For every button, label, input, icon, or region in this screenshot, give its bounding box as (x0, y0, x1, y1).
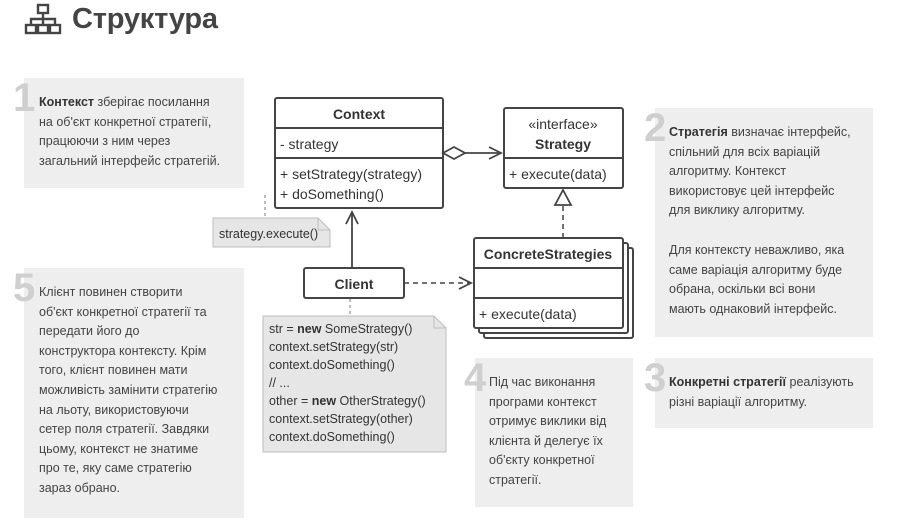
note-line: конструктора контексту. Крім (39, 343, 207, 358)
client-class: Client (303, 267, 405, 299)
note-context-term: Контекст (39, 95, 95, 109)
note-line: стратегії. (489, 472, 542, 487)
context-class: Context - strategy + setStrategy(strateg… (274, 97, 444, 209)
note-line: про те, яку саме стратегію (39, 461, 192, 476)
context-class-name: Context (333, 106, 385, 122)
note-line: саме варіація алгоритму буде (669, 262, 843, 277)
concrete-strategies-class: ConcreteStrategies + execute(data) (473, 237, 634, 339)
note-line: спільний для всіх варіацій (669, 144, 821, 159)
strategy-stereotype: «interface» (528, 116, 597, 132)
note-number: 3 (644, 356, 667, 400)
note-line: Для контексту неважливо, яка (669, 242, 845, 257)
note-line: реалізують (786, 375, 854, 389)
concrete-method: + execute(data) (479, 306, 577, 322)
note-line: передати його до (39, 324, 140, 339)
strategy-class-name: Strategy (535, 136, 591, 152)
client-code-line: context.doSomething() (269, 430, 395, 444)
realization-arrow (553, 188, 573, 238)
note-runtime: Під час виконання програми контекст отри… (475, 358, 633, 507)
client-class-name: Client (335, 276, 374, 292)
note-line: об'єкту конкретної (489, 453, 595, 468)
client-concrete-dependency (404, 276, 474, 290)
note-line: різні варіації алгоритму. (669, 394, 807, 409)
note-line: можливість замінити стратегію (39, 382, 218, 397)
note-line: для виклику алгоритму. (669, 203, 806, 218)
note-line: працюючи з ним через (39, 134, 171, 149)
note-number: 4 (464, 356, 487, 400)
client-code-line: context.setStrategy(str) (269, 340, 398, 354)
strategy-method: + execute(data) (509, 166, 607, 182)
note-concrete-term: Конкретні стратегії (669, 375, 787, 389)
client-code-line: // ... (269, 376, 290, 390)
note-line: зараз обрано. (39, 480, 120, 495)
note-line: програми контекст (489, 394, 597, 409)
context-field: - strategy (280, 136, 338, 152)
note-context: Контекст зберігає посилання на об'єкт ко… (24, 78, 244, 188)
note-line: Клієнт повинен створити (39, 285, 183, 299)
note-line: того, клієнт повинен мати (39, 363, 188, 378)
note-line: алгоритму. Контекст (669, 164, 787, 179)
client-code-line: context.doSomething() (269, 358, 395, 372)
note-number: 2 (644, 106, 667, 150)
note-line: мають однаковий інтерфейс. (669, 301, 837, 316)
note-line: зберігає посилання (94, 95, 210, 109)
context-method: + setStrategy(strategy) (280, 166, 422, 182)
client-context-arrow (345, 209, 359, 268)
note-line: загальний інтерфейс стратегій. (39, 153, 221, 168)
client-code-line: str = new SomeStrategy() (269, 322, 412, 336)
client-code-line: context.setStrategy(other) (269, 412, 413, 426)
note-line: визначає інтерфейс, (727, 125, 851, 139)
note-strategy-term: Стратегія (669, 125, 728, 139)
note-line: сетер поля стратегії. Завдяки (39, 422, 210, 437)
structure-icon (24, 3, 62, 35)
strategy-interface: «interface» Strategy + execute(data) (503, 107, 624, 189)
page-title: Структура (72, 3, 218, 35)
context-code-note: strategy.execute() (212, 217, 331, 248)
note-strategy: Стратегія визначає інтерфейс, спільний д… (655, 108, 873, 337)
note-line: отримує виклики від (489, 414, 607, 429)
note-line: цьому, контекст не знатиме (39, 441, 199, 456)
note-line: використовує цей інтерфейс (669, 183, 835, 198)
note-line: Під час виконання (489, 375, 596, 389)
note-number: 5 (13, 266, 36, 310)
concrete-class-name: ConcreteStrategies (484, 246, 613, 262)
note-concrete-strategies: Конкретні стратегії реалізують різні вар… (655, 358, 873, 428)
context-note-text: strategy.execute() (219, 227, 318, 241)
client-code-note: str = new SomeStrategy() context.setStrat… (262, 315, 447, 453)
aggregation-arrow (441, 145, 504, 161)
note-line: клієнта й делегує їх (489, 433, 603, 448)
note-line: об'єкт конкретної стратегії та (39, 304, 207, 319)
note-line: на льоту, використовуючи (39, 402, 189, 417)
context-method: + doSomething() (280, 186, 384, 202)
note-number: 1 (13, 76, 36, 120)
client-code-line: other = new OtherStrategy() (269, 394, 426, 408)
note-line: на об'єкт конкретної стратегії, (39, 114, 212, 129)
note-client: Клієнт повинен створити об'єкт конкретно… (24, 268, 244, 518)
note-line: обрана, оскільки всі вони (669, 282, 816, 297)
